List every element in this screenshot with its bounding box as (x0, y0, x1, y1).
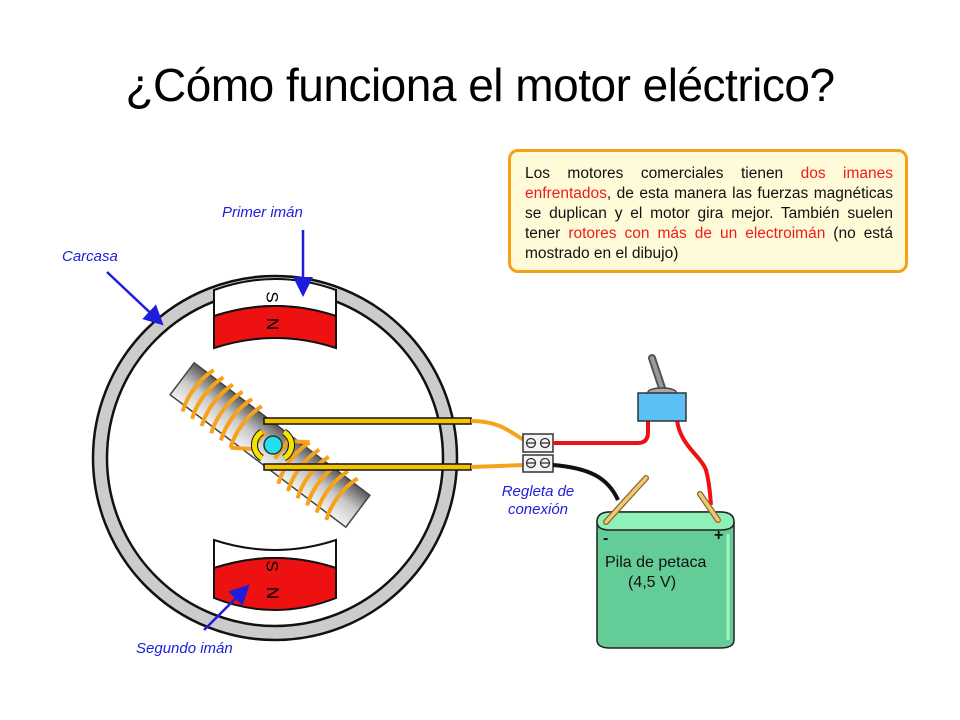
rotor-coil (180, 368, 359, 521)
wire-orange-top (470, 419, 525, 442)
battery (596, 475, 735, 649)
brush-bottom (263, 463, 472, 471)
bottom-magnet-south-pole: S (262, 560, 282, 572)
regleta-label-line1: Regleta de (501, 483, 575, 500)
wire-red-battery (675, 419, 713, 506)
commutator (251, 428, 295, 462)
regleta-label-line2: conexión (507, 501, 569, 518)
note-highlight-2: rotores con más de un electroimán (568, 225, 826, 242)
bottom-magnet-north-pole: N (263, 586, 283, 600)
carcasa-arrow (106, 271, 164, 326)
note-highlight-1: dos imanes enfrentados (525, 165, 893, 202)
slide-title: ¿Cómo funciona el motor eléctrico? (125, 59, 835, 111)
battery-plus: + (714, 527, 724, 544)
battery-name: Pila de petaca (605, 554, 707, 571)
note-text-1: Los motores comerciales tienen (525, 165, 801, 182)
info-note: Los motores comerciales tienen dos imane… (508, 149, 908, 273)
wire-black (552, 463, 620, 501)
note-text-2: , de esta manera las fuerzas magnéticas … (525, 185, 893, 242)
note-text-3: (no está mostrado en el dibujo) (525, 225, 893, 262)
segundo-iman-arrow (203, 584, 250, 631)
brush-top (263, 417, 472, 425)
terminal-block (522, 433, 554, 473)
second-magnet (213, 538, 337, 611)
wire-red-switch (553, 420, 650, 445)
regleta-label: Regleta de conexión (492, 483, 584, 519)
battery-voltage: (4,5 V) (628, 574, 677, 591)
carcasa-label: Carcasa (62, 248, 118, 265)
top-magnet-north-pole: N (263, 317, 283, 331)
shaft (263, 435, 283, 455)
wire-orange-bottom (470, 463, 525, 469)
toggle-switch[interactable] (637, 354, 687, 422)
first-magnet (213, 278, 337, 350)
segundo-iman-label: Segundo imán (136, 640, 233, 657)
battery-minus: - (603, 530, 609, 547)
primer-iman-label: Primer imán (222, 204, 303, 221)
top-magnet-south-pole: S (262, 291, 282, 303)
